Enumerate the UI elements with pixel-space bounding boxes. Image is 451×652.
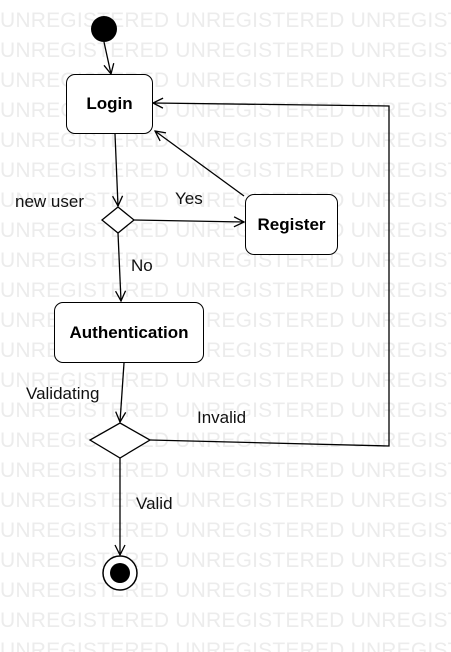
edge-authentication-to-validation	[120, 362, 124, 422]
invalid-label: Invalid	[197, 408, 247, 427]
edge-no-to-authentication	[118, 232, 121, 301]
new-user-decision	[100, 206, 136, 234]
register-node: Register	[245, 194, 338, 255]
initial-node	[91, 16, 117, 42]
authentication-node: Authentication	[54, 302, 204, 363]
edge-invalid-to-login	[149, 103, 390, 447]
valid-label: Valid	[136, 494, 173, 513]
login-node: Login	[66, 74, 153, 134]
edge-login-to-decision	[115, 133, 118, 206]
new-user-label: new user	[15, 192, 84, 211]
edge-start-to-login	[103, 41, 111, 74]
validating-label: Validating	[26, 384, 100, 403]
no-label: No	[131, 256, 153, 275]
validation-decision	[88, 422, 152, 459]
final-node-dot	[110, 563, 130, 583]
yes-label: Yes	[175, 189, 203, 208]
edge-yes-to-register	[133, 220, 244, 222]
edge-register-to-login	[155, 131, 245, 197]
